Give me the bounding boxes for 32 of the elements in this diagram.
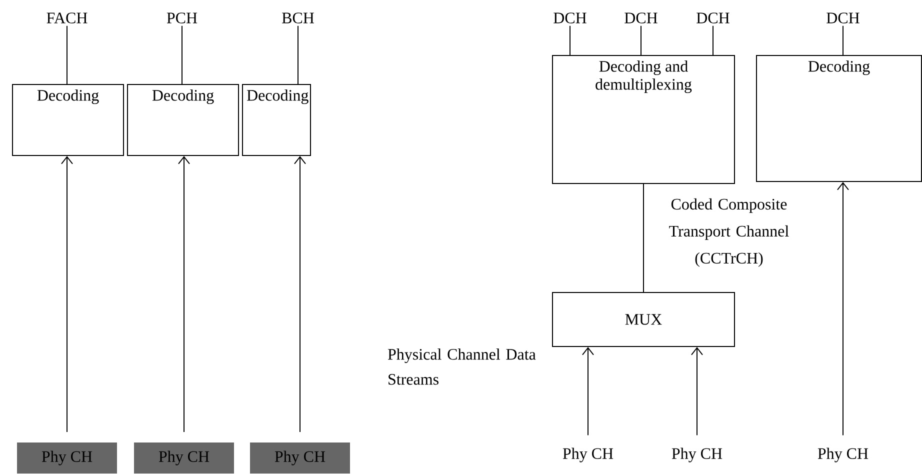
- connector-line: [712, 25, 714, 56]
- connector-line: [643, 184, 644, 292]
- channel-label: DCH: [826, 12, 860, 24]
- process-box: Decoding and demultiplexing: [552, 55, 735, 184]
- channel-box: Phy CH: [250, 442, 350, 474]
- arrow: [178, 156, 190, 432]
- arrow: [691, 347, 703, 436]
- edge-label: Coded Composite Transport Channel (CCTrCH): [669, 198, 789, 267]
- channel-label: Phy CH: [818, 448, 868, 462]
- arrow: [582, 347, 594, 436]
- channel-label: BCH: [282, 12, 314, 24]
- channel-label: DCH: [696, 12, 730, 24]
- arrow: [837, 182, 849, 436]
- channel-label: DCH: [554, 12, 586, 24]
- arrow: [294, 156, 306, 432]
- channel-label: FACH: [46, 12, 88, 24]
- channel-box: Phy CH: [17, 442, 117, 474]
- channel-label: Phy CH: [672, 448, 722, 462]
- channel-label: Phy CH: [562, 448, 614, 462]
- process-box: Decoding: [127, 84, 239, 156]
- connector-line: [640, 25, 642, 56]
- channel-box: Phy CH: [134, 442, 234, 474]
- process-box: Decoding: [756, 55, 922, 182]
- connector-line: [66, 25, 68, 84]
- channel-label: DCH: [624, 12, 658, 24]
- channel-label: PCH: [166, 12, 198, 24]
- arrow: [61, 156, 74, 432]
- note-label: Physical Channel Data Streams: [388, 348, 536, 385]
- process-box: Decoding: [242, 84, 311, 156]
- process-box: Decoding: [12, 84, 124, 156]
- process-box: MUX: [552, 292, 735, 347]
- connector-line: [842, 25, 844, 56]
